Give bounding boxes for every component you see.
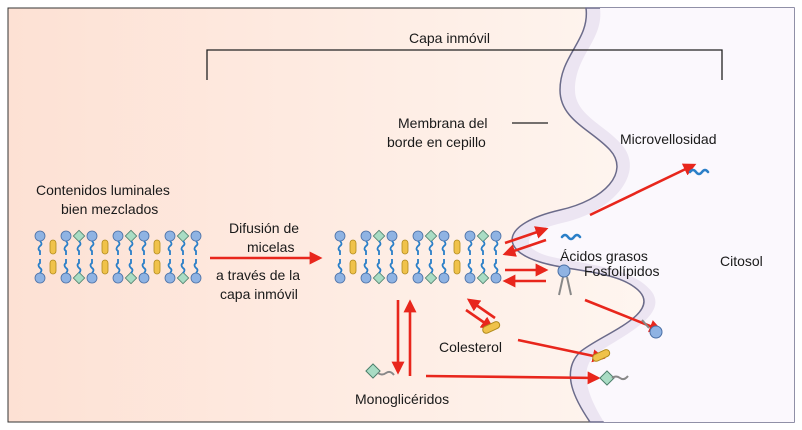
lipid-molecule-icon	[350, 260, 356, 274]
brush-border-label-line2: borde en cepillo	[387, 133, 486, 152]
lipid-molecule-icon	[154, 240, 160, 254]
lipid-molecule-icon	[50, 260, 56, 274]
luminal-contents-label-line1: Contenidos luminales	[36, 181, 170, 200]
brush-border-label-line1: Membrana del	[398, 114, 488, 133]
lipid-molecule-icon	[402, 260, 408, 274]
phospholipids-label: Fosfolípidos	[584, 262, 659, 281]
lipid-molecule-icon	[102, 260, 108, 274]
through-layer-label-line2: capa inmóvil	[220, 285, 298, 304]
lipid-molecule-icon	[102, 240, 108, 254]
lipid-molecule-icon	[402, 240, 408, 254]
cholesterol-label: Colesterol	[439, 338, 502, 357]
through-layer-label-line1: a través de la	[216, 266, 300, 285]
lipid-molecule-icon	[454, 260, 460, 274]
cytosol-label: Citosol	[720, 252, 763, 271]
luminal-contents-label-line2: bien mezclados	[61, 200, 158, 219]
diffusion-label-line2: micelas	[247, 238, 294, 257]
lipid-molecule-icon	[454, 240, 460, 254]
lipid-molecule-icon	[154, 260, 160, 274]
monoglycerides-label: Monoglicéridos	[355, 390, 449, 409]
lipid-molecule-icon	[350, 240, 356, 254]
diffusion-label-line1: Difusión de	[229, 219, 299, 238]
microvillus-label: Microvellosidad	[620, 130, 716, 149]
unstirred-layer-label: Capa inmóvil	[409, 29, 490, 48]
lipid-molecule-icon	[50, 240, 56, 254]
